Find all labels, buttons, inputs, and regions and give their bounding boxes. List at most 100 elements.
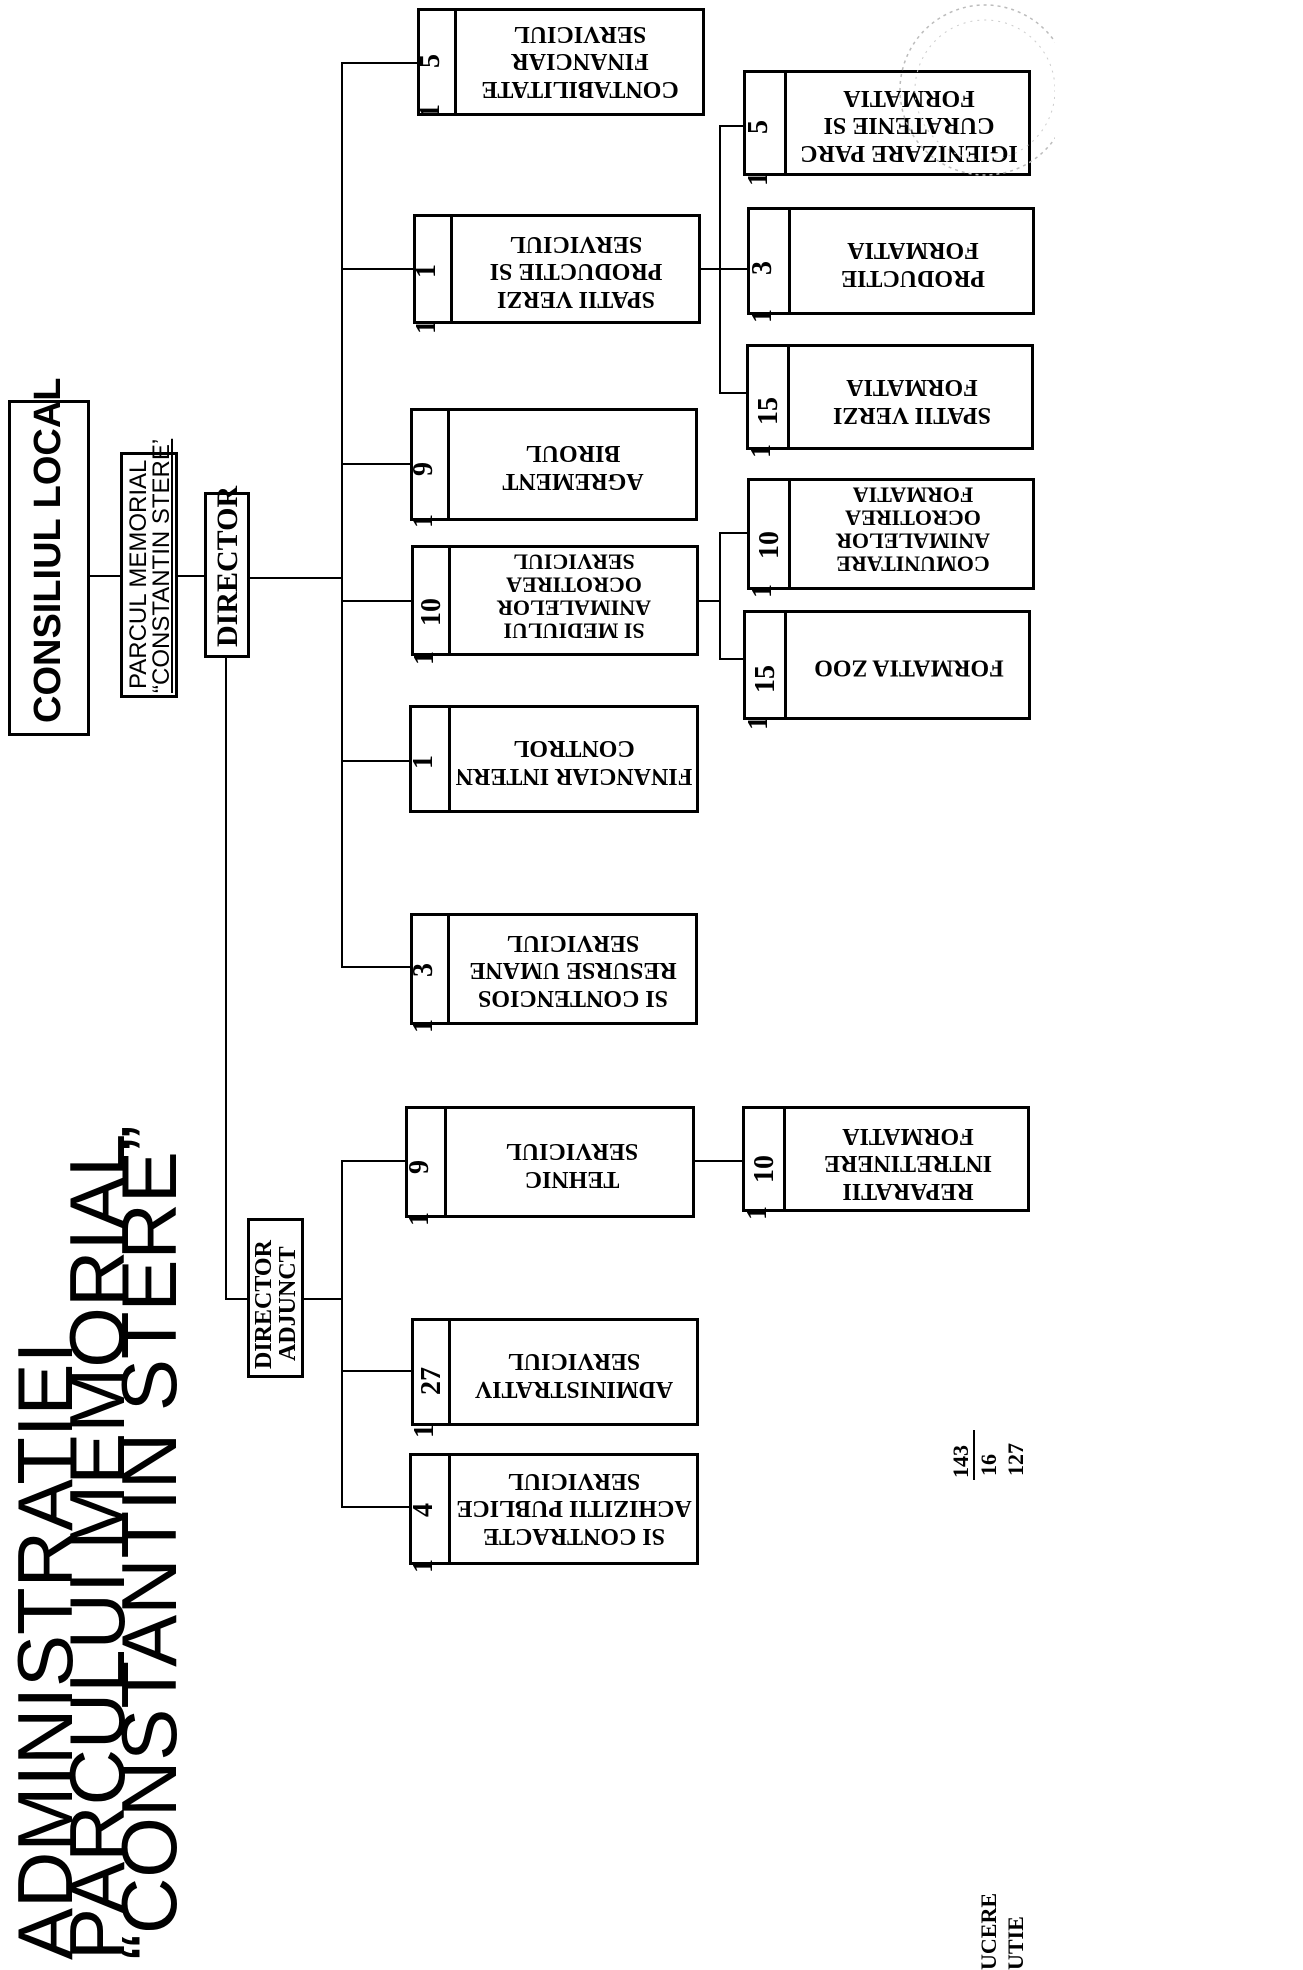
unit-count-a: 1 (408, 1559, 439, 1573)
unit-label: CONTABILITATE FINANCIAR SERVICIUL (460, 19, 700, 102)
formation-label-line: FORMATIA (846, 374, 978, 401)
deputy-label-line2: ADJUNCT (275, 1246, 301, 1361)
unit-label-line: SERVICIUL (507, 1348, 641, 1375)
unit-label-line: CONTABILITATE (481, 75, 679, 102)
formation-label-line: REPARATII (842, 1177, 974, 1204)
formation-strip (746, 613, 787, 717)
unit-label-line: SPATII VERZI (496, 285, 656, 312)
unit-strip (413, 411, 450, 518)
unit-label: ADMINISTRATIV SERVICIUL (454, 1347, 694, 1403)
formation-count-b: 10 (749, 1155, 780, 1183)
formation-count-b: 15 (750, 665, 781, 693)
unit-label: SI CONTRACTE ACHIZITII PUBLICE SERVICIUL (454, 1466, 694, 1549)
trunk-ocrotire-formations (719, 532, 721, 660)
deputy-label-line1: DIRECTOR (251, 1240, 277, 1369)
connector-achizitii (341, 1506, 409, 1508)
unit-label-line: SERVICIUL (506, 929, 640, 956)
totals-line3-label: UTIE (1003, 1916, 1028, 1970)
totals-value3: 127 (1003, 1443, 1028, 1476)
formation-count-a: 1 (743, 172, 774, 186)
formation-box-intretinere: 1 10 REPARATII INTRETINERE FORMATIA (742, 1106, 1030, 1220)
unit-label: TEHNIC SERVICIUL (452, 1137, 692, 1193)
unit-count-a: 1 (404, 1212, 435, 1226)
unit-label-line: ADMINISTRATIV (474, 1376, 674, 1403)
formation-count-b: 3 (747, 261, 778, 275)
formation-strip (746, 73, 787, 173)
unit-strip (413, 916, 450, 1022)
connector-contabilitate (341, 62, 417, 64)
connector-administrativ (341, 1370, 411, 1372)
park-label-line2: “CONSTANTIN STERE’ (148, 438, 175, 693)
unit-label: SI MEDIULUI ANIMALELOR OCROTIREA SERVICI… (454, 549, 694, 644)
unit-label-line: SI CONTENCIOS (477, 984, 669, 1011)
unit-label-line: SERVICIUL (509, 230, 643, 257)
deputy-director-box: DIRECTOR ADJUNCT (247, 1218, 304, 1378)
unit-strip (416, 217, 453, 321)
connector-productie (341, 268, 413, 270)
stamp-seal (899, 4, 1055, 176)
connector-council-park (90, 575, 120, 577)
formation-label-line: FORMATIA (842, 1122, 974, 1149)
formation-label-line: INTRETINERE (823, 1150, 993, 1177)
formation-count-b: 5 (743, 120, 774, 134)
formation-box-spatii: 1 15 SPATII VERZI FORMATIA (746, 344, 1034, 458)
unit-count-a: 1 (408, 755, 439, 769)
connector-tehnic (341, 1160, 405, 1162)
formation-count-b: 10 (754, 531, 785, 559)
unit-count-b: 5 (415, 54, 446, 68)
connector-ocrotire (341, 600, 411, 602)
connector-deputy-trunk (304, 1298, 341, 1300)
director-label: DIRECTOR (211, 485, 244, 647)
formation-box-productie: 1 3 PRODUCTIE FORMATIA (747, 207, 1035, 323)
unit-label: AGREMENT BIROUL (453, 439, 693, 495)
formation-label: REPARATII INTRETINERE FORMATIA (789, 1121, 1027, 1204)
connector-ocrotire-formations (698, 600, 720, 602)
formation-label: SPATII VERZI FORMATIA (793, 373, 1031, 429)
totals-underline (973, 1430, 975, 1480)
unit-label-line: SI MEDIULUI (503, 618, 645, 644)
unit-label-line: OCROTIREA (506, 572, 642, 598)
unit-label-line: FINANCIAR (511, 48, 649, 75)
council-label: CONSILIUL LOCAL (27, 377, 69, 723)
connector-resurse (341, 966, 410, 968)
unit-count-a: 1 (408, 514, 439, 528)
unit-count-b: 9 (408, 462, 439, 476)
formation-label: COMUNITARE ANIMALELOR OCROTIREA FORMATIA (794, 482, 1032, 576)
totals-value1: 143 (948, 1445, 973, 1478)
unit-box-agrement: 1 9 AGREMENT BIROUL (408, 408, 698, 528)
formation-strip (745, 1109, 786, 1209)
formation-label-line: FORMATIA ZOO (814, 654, 1004, 681)
totals-value2: 16 (976, 1454, 1001, 1476)
unit-strip (408, 1109, 447, 1215)
formation-label-line: SPATII VERZI (832, 402, 992, 429)
unit-box-productie: 1 1 SPATII VERZI PRODUCTIE SI SERVICIUL (411, 214, 701, 334)
connector-form-zoo (719, 658, 743, 660)
director-box: DIRECTOR (204, 486, 250, 658)
formation-count-a: 1 (742, 1206, 773, 1220)
unit-box-control: 1 FINANCIAR INTERN CONTROL (408, 705, 699, 813)
formation-label-line: FORMATIA (852, 482, 974, 508)
unit-box-tehnic: 1 9 TEHNIC SERVICIUL (404, 1106, 695, 1226)
formation-count-a: 1 (747, 584, 778, 598)
unit-label: SI CONTENCIOS RESURSE UMANE SERVICIUL (453, 928, 693, 1011)
unit-count-a: 1 (415, 104, 446, 118)
formation-strip (749, 347, 790, 447)
unit-count-b: 10 (416, 598, 447, 626)
unit-box-resurse: 1 3 SI CONTENCIOS RESURSE UMANE SERVICIU… (408, 913, 698, 1033)
formation-count-a: 1 (743, 716, 774, 730)
unit-label-line: SERVICIUL (513, 20, 647, 47)
unit-count-b: 4 (408, 1503, 439, 1517)
connector-tehnic-formation (695, 1160, 742, 1162)
unit-label-line: ANIMALELOR (497, 595, 652, 621)
formation-label: PRODUCTIE FORMATIA (794, 236, 1032, 292)
unit-label-line: SERVICIUL (507, 1467, 641, 1494)
unit-label-line: RESURSE UMANE (469, 957, 677, 984)
trunk-main-vertical (341, 62, 343, 968)
unit-box-achizitii: 1 4 SI CONTRACTE ACHIZITII PUBLICE SERVI… (408, 1453, 699, 1573)
formation-box-curatenie: 1 5 IGIENIZARE PARC CURATENIE SI FORMATI… (743, 70, 1031, 186)
unit-count-b: 1 (411, 264, 442, 278)
unit-label-line: ACHIZITII PUBLICE (456, 1495, 692, 1522)
formation-strip (750, 481, 791, 587)
unit-strip (412, 1456, 451, 1562)
formation-label-line: ANIMALELOR (836, 528, 991, 554)
